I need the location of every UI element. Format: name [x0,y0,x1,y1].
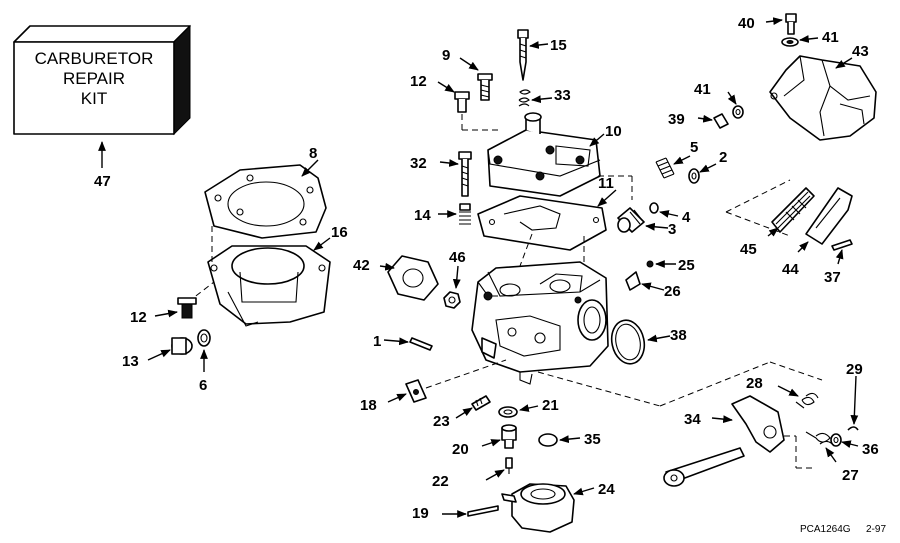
callout-1: 1 [373,333,381,350]
kit-label-line1: CARBURETOR [35,49,154,68]
callout-36: 36 [862,441,879,458]
callout-47: 47 [94,173,111,190]
nut-46 [443,291,461,309]
callout-21: 21 [542,397,559,414]
callout-9: 9 [442,47,450,64]
spring-14 [459,203,471,225]
washer-6 [197,329,211,347]
carburetor-body [471,261,609,385]
callout-5: 5 [690,139,698,156]
callout-23: 23 [433,413,450,430]
repair-kit-box: CARBURETOR REPAIR KIT [13,24,191,136]
ring-4 [649,202,659,214]
needle-valve-22 [505,457,513,474]
washer-36 [830,433,842,447]
callout-11: 11 [598,175,614,192]
drain-plug-13 [171,337,193,355]
bracket-26 [625,271,641,291]
spring-5 [655,157,675,179]
callout-4: 4 [682,209,691,226]
callout-41-top: 41 [822,29,839,46]
washer-41-lower [732,105,744,119]
fitting-18 [405,379,427,403]
screw-12-left [177,297,197,319]
bracket-44 [805,187,853,245]
nozzle-3 [617,207,645,233]
washer-21 [498,406,518,418]
callout-40: 40 [738,15,755,32]
screw-37 [831,239,853,251]
callout-33: 33 [554,87,571,104]
callout-35: 35 [584,431,601,448]
callout-2: 2 [719,149,727,166]
pin-1 [409,337,433,351]
screw-40 [785,13,797,35]
callout-18: 18 [360,397,377,414]
plug-35 [538,433,558,447]
callout-37: 37 [824,269,841,286]
jet-20 [501,424,517,449]
callout-14: 14 [414,207,431,224]
screw-23 [471,395,491,411]
callout-46: 46 [449,249,466,266]
callout-24: 24 [598,481,615,498]
callout-45: 45 [740,241,757,258]
callout-15: 15 [550,37,567,54]
callout-16: 16 [331,224,348,241]
ring-2 [688,168,700,184]
callout-10: 10 [605,123,622,140]
callout-41-lower: 41 [694,81,711,98]
kit-label-line3: KIT [81,89,107,108]
callout-20: 20 [452,441,469,458]
screen-45 [771,187,815,233]
screw-9 [477,73,493,101]
screw-25 [646,260,654,268]
callout-6: 6 [199,377,207,394]
float-24 [501,483,575,533]
callout-38: 38 [670,327,687,344]
callout-39: 39 [668,111,685,128]
callout-19: 19 [412,505,429,522]
gasket-11 [477,195,607,251]
figure-date: 2-97 [866,524,886,535]
pin-19 [467,505,499,517]
spring-27 [805,431,835,447]
callout-12-left: 12 [130,309,147,326]
callout-44: 44 [782,261,799,278]
screw-32 [458,151,472,197]
callout-8: 8 [309,145,317,162]
spring-28 [795,392,819,409]
callout-22: 22 [432,473,449,490]
figure-code: PCA1264G [800,524,851,535]
o-ring-38 [610,319,646,365]
callout-32: 32 [410,155,427,172]
cover-10 [487,112,601,197]
gasket-8 [204,164,327,239]
callout-25: 25 [678,257,695,274]
needle-15 [517,29,529,81]
callout-3: 3 [668,221,676,238]
callout-43: 43 [852,43,869,60]
gasket-42 [387,255,439,301]
callout-28: 28 [746,375,763,392]
callout-29: 29 [846,361,863,378]
callout-42: 42 [353,257,370,274]
washer-41-top [781,37,799,47]
screw-12-top [454,91,470,113]
spring-33 [518,89,531,107]
callout-34: 34 [684,411,701,428]
lever-34 [663,395,785,487]
intake-housing-43 [769,55,877,141]
kit-label-line2: REPAIR [63,69,125,88]
float-bowl-16 [207,245,331,327]
callout-27: 27 [842,467,859,484]
clip-29 [847,426,859,431]
callout-12-top: 12 [410,73,427,90]
callout-13: 13 [122,353,139,370]
screw-39 [713,113,729,129]
callout-26: 26 [664,283,681,300]
